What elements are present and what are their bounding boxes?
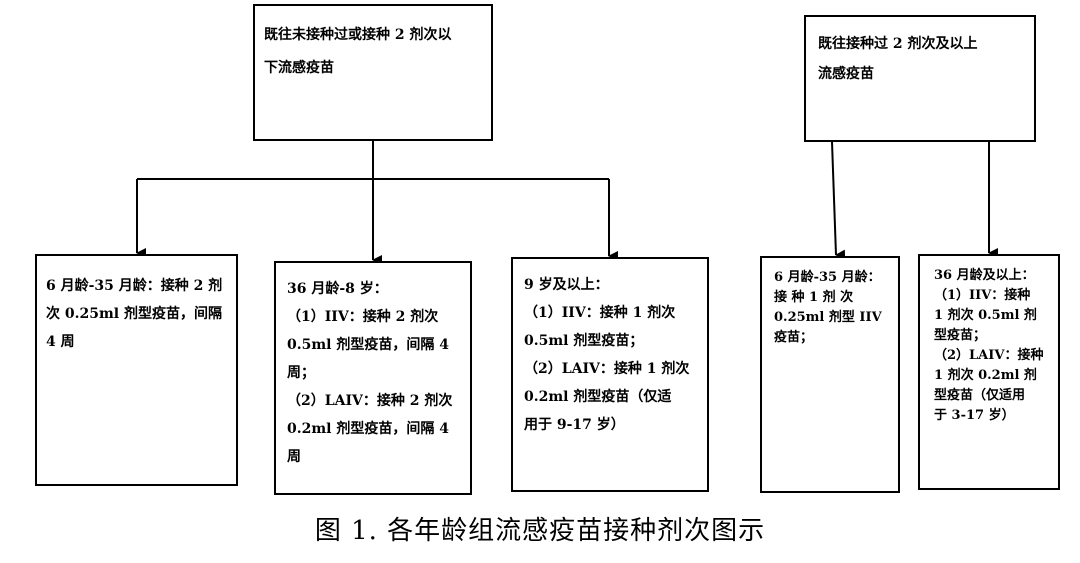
arrow-to-child-d — [831, 141, 846, 260]
right-root-text: 既往接种过 2 剂次及以上 流感疫苗 — [818, 36, 978, 82]
child-box-36-months-plus-prior: 36 月龄及以上： （1）IIV：接种 1 剂次 0.5ml 剂 型疫苗； （2… — [918, 254, 1060, 490]
child-box-9-years-plus: 9 岁及以上： （1）IIV：接种 1 剂次 0.5ml 剂型疫苗； （2）LA… — [511, 257, 709, 492]
child-box-text: 6 月龄-35 月龄：接种 2 剂 次 0.25ml 剂型疫苗，间隔 4 周 — [46, 278, 223, 350]
child-box-text: 36 月龄及以上： （1）IIV：接种 1 剂次 0.5ml 剂 型疫苗； （2… — [934, 268, 1044, 423]
left-root-text: 既往未接种过或接种 2 剂次以 下流感疫苗 — [264, 27, 452, 76]
child-box-text: 6 月龄-35 月龄： 接 种 1 剂 次 0.25ml 剂型 IIV 疫苗； — [774, 270, 882, 345]
child-box-text: 9 岁及以上： （1）IIV：接种 1 剂次 0.5ml 剂型疫苗； （2）LA… — [524, 277, 690, 433]
child-box-6-35-months-never: 6 月龄-35 月龄：接种 2 剂 次 0.25ml 剂型疫苗，间隔 4 周 — [35, 254, 238, 486]
child-box-36-months-8-years: 36 月龄-8 岁： （1）IIV：接种 2 剂次 0.5ml 剂型疫苗，间隔 … — [274, 261, 472, 495]
figure-caption: 图 1. 各年龄组流感疫苗接种剂次图示 — [314, 516, 766, 546]
right-root-box: 既往接种过 2 剂次及以上 流感疫苗 — [804, 15, 1036, 142]
left-root-box: 既往未接种过或接种 2 剂次以 下流感疫苗 — [253, 4, 493, 141]
child-box-6-35-months-prior: 6 月龄-35 月龄： 接 种 1 剂 次 0.25ml 剂型 IIV 疫苗； — [760, 256, 900, 493]
child-box-text: 36 月龄-8 岁： （1）IIV：接种 2 剂次 0.5ml 剂型疫苗，间隔 … — [287, 281, 453, 465]
